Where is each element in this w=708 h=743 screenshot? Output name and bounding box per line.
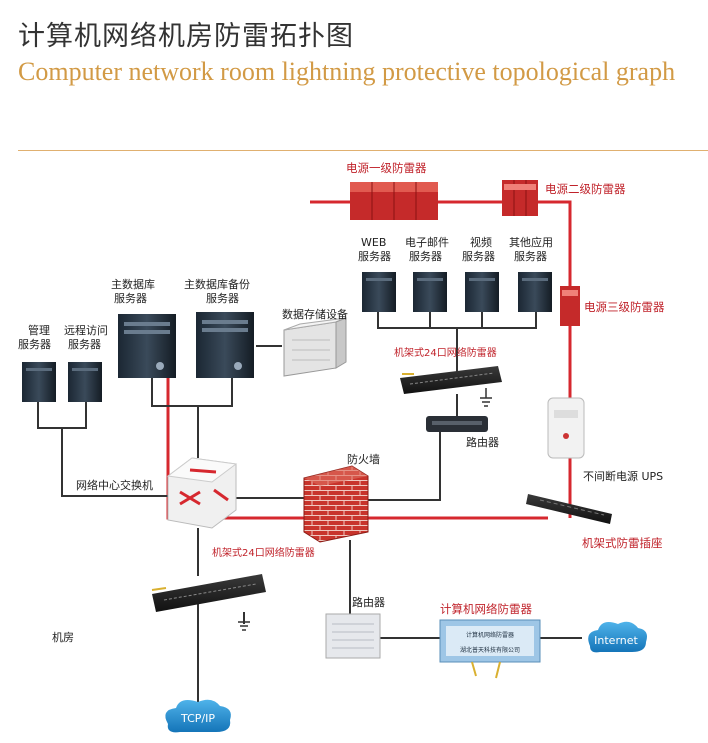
mgmt-label-2: 服务器: [18, 338, 51, 351]
backup-db-server: [196, 312, 254, 378]
video-server: [465, 272, 499, 312]
power-spd-level2-label: 电源二级防雷器: [545, 182, 626, 196]
power-spd-level1-label: 电源一级防雷器: [346, 161, 427, 175]
network-spd-plate-title: 计算机网络防雷器: [466, 631, 514, 639]
tcpip-label: TCP/IP: [180, 712, 215, 725]
network-spd-label: 计算机网络防雷器: [440, 602, 532, 616]
rack-spd-top-label: 机架式24口网络防雷器: [394, 346, 497, 359]
data-lines: [37, 312, 582, 708]
internet-cloud: [588, 621, 647, 653]
other-server-label: 其他应用: [509, 235, 553, 249]
remote-label: 远程访问: [64, 324, 108, 337]
email-server-label: 电子邮件: [405, 236, 449, 249]
web-server-label: WEB: [361, 236, 386, 249]
main-db-label: 主数据库: [111, 277, 155, 291]
switch-label: 网络中心交换机: [76, 478, 153, 492]
title-divider: [18, 150, 708, 151]
mgmt-label: 管理: [28, 323, 50, 337]
router-bottom: [325, 613, 381, 659]
web-server: [362, 272, 396, 312]
router-top: [426, 416, 488, 432]
web-server-label-2: 服务器: [358, 250, 391, 263]
router-top-label: 路由器: [466, 435, 499, 449]
power-spd-level3: [560, 286, 580, 326]
power-spd-level3-label: 电源三级防雷器: [584, 300, 665, 314]
router-bottom-label: 路由器: [352, 595, 385, 609]
rack-network-spd-top: [400, 366, 502, 394]
firewall: [303, 465, 369, 543]
network-switch: [166, 457, 238, 529]
rack-power-socket: [526, 494, 612, 524]
network-spd-plate-maker: 湖北普天科技有限公司: [460, 646, 520, 654]
email-server: [413, 272, 447, 312]
storage-device: [283, 317, 347, 377]
network-spd: [439, 619, 541, 679]
ground-symbol: [238, 388, 492, 631]
other-server-label-2: 服务器: [514, 250, 547, 263]
video-server-label: 视频: [470, 235, 492, 249]
room-label: 机房: [52, 630, 74, 644]
ups-device: [547, 397, 585, 459]
other-app-server: [518, 272, 552, 312]
ups-label: 不间断电源 UPS: [583, 469, 663, 483]
main-db-label-2: 服务器: [114, 292, 147, 305]
internet-label: Internet: [594, 634, 638, 647]
mgmt-server: [22, 362, 56, 402]
page-subtitle: Computer network room lightning protecti…: [18, 57, 676, 86]
storage-label: 数据存储设备: [282, 307, 348, 321]
power-spd-level1: [350, 182, 438, 220]
page-title: 计算机网络机房防雷拓扑图: [18, 21, 354, 52]
rack-spd-bottom-label: 机架式24口网络防雷器: [212, 546, 315, 559]
tcpip-cloud: [165, 699, 231, 733]
video-server-label-2: 服务器: [462, 250, 495, 263]
email-server-label-2: 服务器: [409, 250, 442, 263]
backup-db-label: 主数据库备份: [184, 277, 250, 291]
rack-socket-label: 机架式防雷插座: [582, 536, 663, 550]
remote-label-2: 服务器: [68, 338, 101, 351]
power-spd-level2: [502, 180, 538, 216]
rack-network-spd-bottom: [151, 574, 266, 612]
remote-access-server: [68, 362, 102, 402]
backup-db-label-2: 服务器: [206, 292, 239, 305]
firewall-label: 防火墙: [347, 452, 380, 466]
main-db-server: [118, 314, 176, 378]
